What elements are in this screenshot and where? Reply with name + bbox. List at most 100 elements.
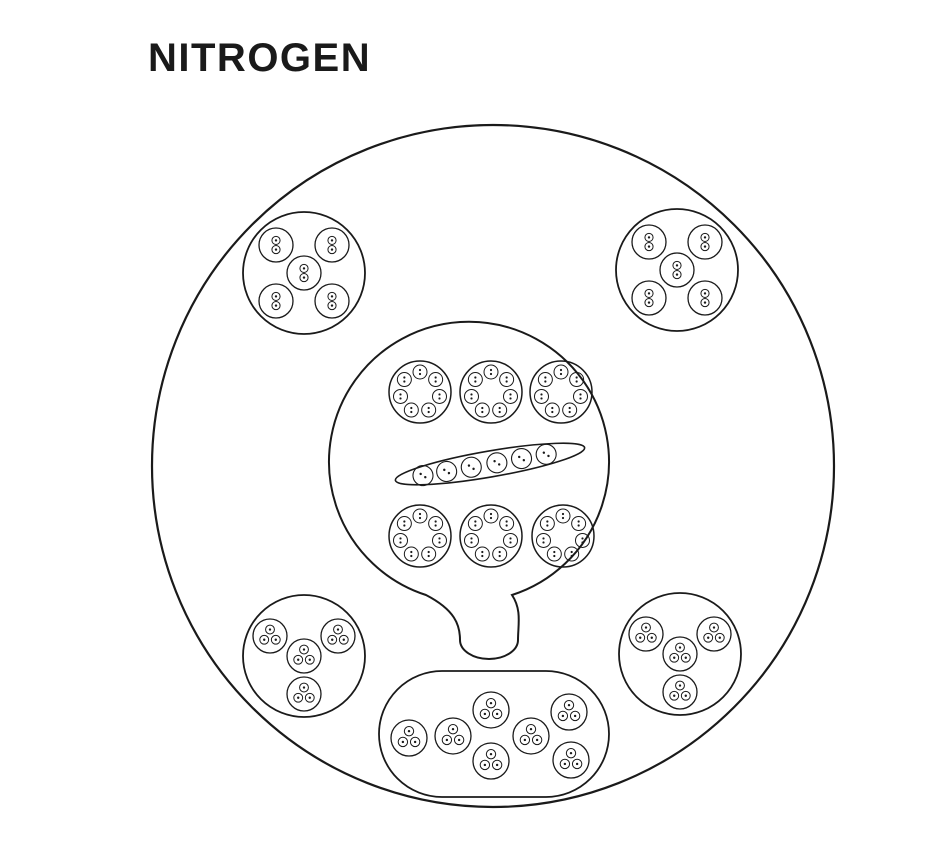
ring-particle-dot [577, 520, 580, 523]
ring-particle-dot [498, 406, 501, 410]
ring-particle [474, 402, 490, 418]
ring-particle [539, 516, 555, 532]
ring-particle-dot [474, 376, 477, 379]
ring-particle [393, 532, 409, 548]
cigar-dot [522, 458, 526, 462]
cigar-outline [394, 442, 586, 486]
triplet-inner [270, 634, 281, 645]
triplet-inner [293, 654, 304, 665]
ring-particle [553, 364, 569, 380]
particle-dot [330, 239, 334, 242]
ring-particle [564, 546, 580, 562]
particle-lower [271, 301, 281, 311]
triplet-dot [523, 738, 527, 742]
ring-particle-dot [434, 524, 437, 527]
triplet-inner [641, 622, 651, 633]
ring-particle [412, 508, 428, 524]
cigar-dot [547, 454, 550, 458]
particle-dot [675, 273, 679, 276]
ring-particle-dot [474, 380, 477, 383]
triplet-inner [485, 697, 497, 709]
particle-circle [659, 252, 695, 288]
ring-particle [467, 372, 483, 388]
particle-dot [302, 276, 306, 279]
cigar-dot [493, 459, 496, 463]
ring-particle-dot [427, 410, 430, 414]
ring-particle [431, 388, 447, 404]
ring-particle-dot [570, 550, 573, 554]
ring-particle [464, 388, 480, 404]
ring-particle-dot [581, 537, 584, 540]
triplet-inner [525, 723, 537, 735]
ring-particle-dot [489, 368, 493, 372]
ring-particle-dot [540, 393, 543, 396]
ring-particle [502, 532, 518, 548]
ring-particle-dot [481, 554, 484, 558]
triplet-inner [403, 725, 415, 737]
cigar-particle [510, 448, 533, 470]
ring-particle-dot [509, 397, 512, 400]
ring-particle-dot [544, 380, 547, 383]
triplet-inner [557, 710, 569, 722]
triplet-dot [483, 763, 487, 767]
ring-particle [483, 508, 499, 524]
ring-particle-dot [438, 541, 441, 544]
triplet-dot [567, 703, 571, 707]
triplet-dot [639, 636, 642, 639]
ring-particle [574, 532, 590, 548]
triplet-inner [565, 747, 577, 759]
ring-particle-dot [427, 550, 430, 554]
ring-particle-dot [505, 376, 508, 379]
triplet-inner [669, 690, 680, 701]
triplet-circle [390, 719, 428, 757]
ring-particle-dot [542, 537, 545, 540]
cigar-particle [436, 460, 458, 483]
particle-dot [675, 264, 679, 267]
triplet-inner [333, 624, 343, 635]
triplet-dot [644, 626, 648, 629]
ring-particle [571, 516, 587, 532]
ring-particle-dot [410, 554, 413, 558]
particle-lower [700, 298, 710, 308]
ring-boundary [388, 504, 452, 568]
ring-particle-dot [551, 406, 554, 410]
ring-particle-dot [481, 406, 484, 410]
cluster-bottom-right [618, 592, 742, 716]
cigar-dot [467, 464, 471, 467]
particle-circle [314, 283, 350, 319]
triplet-inner [675, 680, 685, 691]
triplet-dot [673, 694, 676, 697]
cluster-boundary [618, 592, 742, 716]
ring-particle-dot [434, 380, 437, 383]
ring-particle-dot [403, 376, 406, 379]
cigar-particle [460, 456, 482, 478]
ring-particle-dot [418, 368, 422, 372]
diagram-title: NITROGEN [148, 36, 372, 80]
triplet-dot [342, 638, 345, 641]
particle-dot [274, 295, 278, 298]
ring-particle-dot [553, 550, 556, 554]
triplet-dot [650, 636, 653, 639]
ring-particle-dot [399, 393, 402, 396]
ring-particle-dot [481, 550, 484, 554]
triplet-inner [680, 690, 691, 701]
triplet-dot [573, 714, 577, 718]
cigar-dot [447, 471, 451, 475]
triplet-dot [268, 628, 272, 631]
triplet-inner [304, 692, 315, 703]
particle-upper [271, 235, 281, 245]
triplet-dot [297, 658, 300, 661]
bottom-oval-boundary [378, 670, 610, 798]
ring-boundary [459, 360, 523, 424]
cigar-particle [535, 443, 557, 465]
triplet-circle [472, 691, 510, 729]
ring-particle [421, 402, 437, 418]
triplet-dot [401, 740, 405, 744]
ring-particle-dot [546, 520, 549, 523]
triplet-inner [299, 682, 309, 693]
triplet-dot [331, 638, 334, 641]
ring-particle-dot [489, 372, 493, 376]
ring-particle-dot [577, 524, 580, 527]
ring-particle-dot [551, 410, 554, 414]
ring-particle-dot [410, 550, 413, 554]
